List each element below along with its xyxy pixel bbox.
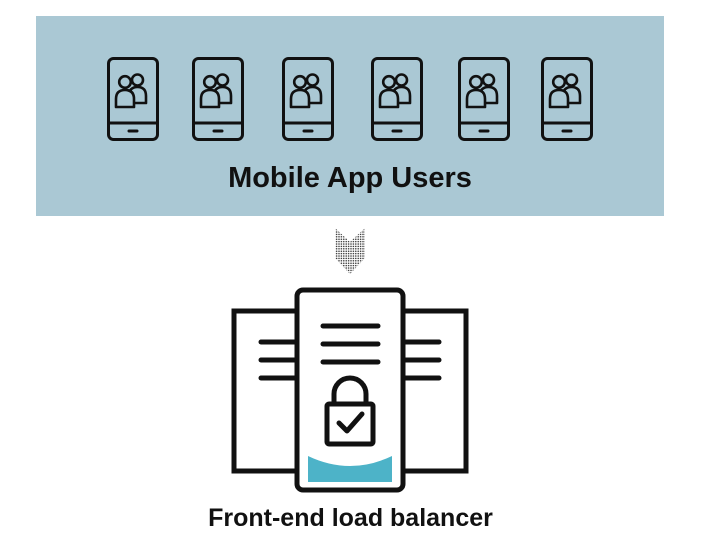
secure-server-stack-icon <box>231 287 469 493</box>
smartphone-users-icon <box>281 56 335 142</box>
smartphone-users-icon <box>106 56 160 142</box>
mobile-users-label: Mobile App Users <box>228 162 472 194</box>
mobile-users-panel: Mobile App Users <box>36 16 664 216</box>
dotted-down-arrow-icon <box>335 228 365 274</box>
smartphone-users-icon <box>370 56 424 142</box>
smartphone-users-icon <box>191 56 245 142</box>
smartphone-users-icon <box>457 56 511 142</box>
load-balancer-label: Front-end load balancer <box>208 504 493 532</box>
smartphone-users-icon <box>540 56 594 142</box>
